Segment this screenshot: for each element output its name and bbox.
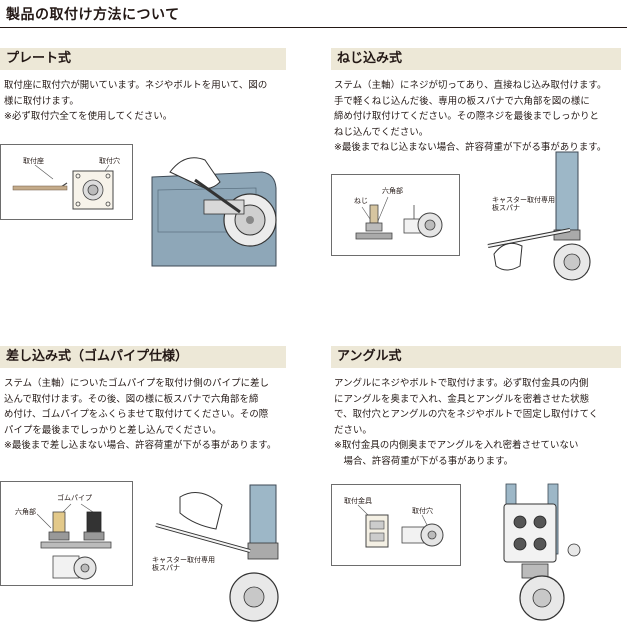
- section-body-angle: アングルにネジやボルトで取付けます。必ず取付金具の内側 にアングルを奥まで入れ、…: [334, 378, 599, 467]
- section-body-insert: ステム（主軸）についたゴムパイプを取付け側のパイプに差し 込んで取付けます。その…: [4, 378, 277, 451]
- label-wrench-insert: キャスター取付専用 板スパナ: [152, 556, 215, 572]
- screw-diagram-drawing: [355, 196, 443, 240]
- label-mounting-seat: 取付座: [23, 157, 44, 165]
- section-heading-screw: ねじ込み式: [331, 48, 621, 70]
- title-divider: [0, 27, 627, 28]
- section-body-screw: ステム（主軸）にネジが切ってあり、直接ねじ込み取付けます。 手で軽くねじ込んだ後…: [334, 80, 607, 153]
- angle-illustration: [503, 483, 581, 621]
- plate-illustration: [151, 157, 277, 267]
- insert-diagram-box: ゴムパイプ 六角部: [0, 481, 133, 586]
- label-hole-angle: 取付穴: [412, 507, 433, 515]
- screw-diagram-box: ねじ 六角部: [331, 174, 460, 256]
- page-title: 製品の取付け方法について: [6, 7, 180, 23]
- section-heading-angle: アングル式: [331, 346, 621, 368]
- plate-diagram-box: 取付座 取付穴: [0, 144, 133, 220]
- plate-diagram-drawing: [12, 164, 114, 210]
- label-hex-screw: 六角部: [382, 187, 403, 195]
- label-screw: ねじ: [354, 197, 368, 205]
- label-mounting-hole: 取付穴: [99, 157, 120, 165]
- label-rubber-pipe: ゴムパイプ: [57, 494, 92, 502]
- label-wrench-screw: キャスター取付専用 板スパナ: [492, 196, 555, 212]
- section-heading-insert: 差し込み式（ゴムパイプ仕様）: [0, 346, 286, 368]
- section-heading-plate: プレート式: [0, 48, 286, 70]
- angle-diagram-box: 取付金具 取付穴: [331, 484, 461, 566]
- section-body-plate: 取付座に取付穴が開いています。ネジやボルトを用いて、図の 様に取付けます。 ※必…: [4, 80, 268, 122]
- insert-illustration: [155, 484, 279, 622]
- angle-diagram-drawing: [357, 504, 444, 548]
- insert-diagram-drawing: [36, 503, 112, 580]
- label-hex-insert: 六角部: [15, 508, 36, 516]
- screw-illustration: [487, 151, 591, 281]
- label-bracket: 取付金具: [344, 497, 372, 505]
